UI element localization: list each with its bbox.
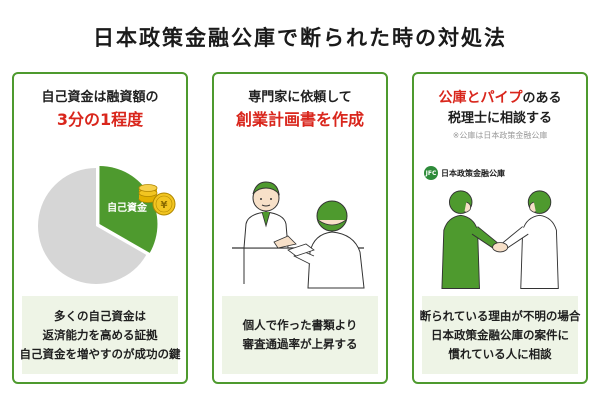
self-funds-pie-chart: ¥ 自己資金 xyxy=(37,165,176,284)
pie-slice-remainder xyxy=(37,168,147,284)
svg-text:¥: ¥ xyxy=(161,200,168,211)
card-expert-plan-heading: 専門家に依頼して xyxy=(248,90,352,105)
footer-line: 慣れている人に相談 xyxy=(448,346,552,361)
card-tax-advisor-heading-2: 税理士に相談する xyxy=(447,111,552,126)
card-expert-plan-footer: 個人で作った書類より 審査通過率が上昇する xyxy=(222,296,378,374)
footer-line: 日本政策金融公庫の案件に xyxy=(431,327,569,342)
card-self-funds-heading: 自己資金は融資額の xyxy=(41,90,159,105)
card-self-funds: 自己資金は融資額の 3分の1程度 ¥ 自己資金 多くの自己資金は 返済能力を高め… xyxy=(12,72,188,384)
card-expert-plan-header: 専門家に依頼して 創業計画書を作成 xyxy=(214,88,386,132)
pie-slice-label: 自己資金 xyxy=(107,201,148,214)
card-self-funds-footer: 多くの自己資金は 返済能力を高める証拠 自己資金を増やすのが成功の鍵 xyxy=(19,296,181,374)
card-tax-advisor-heading-1: 公庫とパイプのある xyxy=(414,88,586,109)
footer-line: 断られている理由が不明の場合 xyxy=(419,308,581,323)
card-tax-advisor-footer: 断られている理由が不明の場合 日本政策金融公庫の案件に 慣れている人に相談 xyxy=(419,296,581,374)
card-tax-advisor-suffix: のある xyxy=(522,91,562,106)
footer-line: 多くの自己資金は xyxy=(54,308,146,323)
consultant-person-icon xyxy=(243,181,297,249)
footer-line: 審査通過率が上昇する xyxy=(242,337,358,351)
card-self-funds-header: 自己資金は融資額の 3分の1程度 xyxy=(14,88,186,132)
footer-line: 個人で作った書類より xyxy=(242,318,358,332)
yen-coin-icon: ¥ xyxy=(152,192,176,216)
card-tax-advisor-note: ※公庫は日本政策金融公庫 xyxy=(452,131,548,140)
handshake-illustration xyxy=(441,190,559,289)
jfc-logo-text: 日本政策金融公庫 xyxy=(441,168,505,178)
footer-line: 返済能力を高める証拠 xyxy=(42,327,158,342)
card-tax-advisor-header: 公庫とパイプのある 税理士に相談する ※公庫は日本政策金融公庫 xyxy=(414,88,586,143)
client-person-icon xyxy=(293,200,365,289)
jfc-logo-mark: JFC xyxy=(424,166,438,180)
consultation-illustration xyxy=(232,181,365,289)
card-expert-plan: 専門家に依頼して 創業計画書を作成 個人で作った書類より 審査通過率が上昇する xyxy=(212,72,388,384)
footer-line: 自己資金を増やすのが成功の鍵 xyxy=(19,346,181,361)
card-expert-plan-highlight: 創業計画書を作成 xyxy=(235,110,364,129)
handshake-icon xyxy=(441,190,559,289)
card-self-funds-highlight: 3分の1程度 xyxy=(56,110,144,129)
card-tax-advisor-highlight: 公庫とパイプ xyxy=(438,90,523,106)
page-title: 日本政策金融公庫で断られた時の対処法 xyxy=(93,26,507,50)
card-tax-advisor: 公庫とパイプのある 税理士に相談する ※公庫は日本政策金融公庫 JFC 日本政策… xyxy=(412,72,588,384)
jfc-logo: JFC 日本政策金融公庫 xyxy=(424,166,505,180)
